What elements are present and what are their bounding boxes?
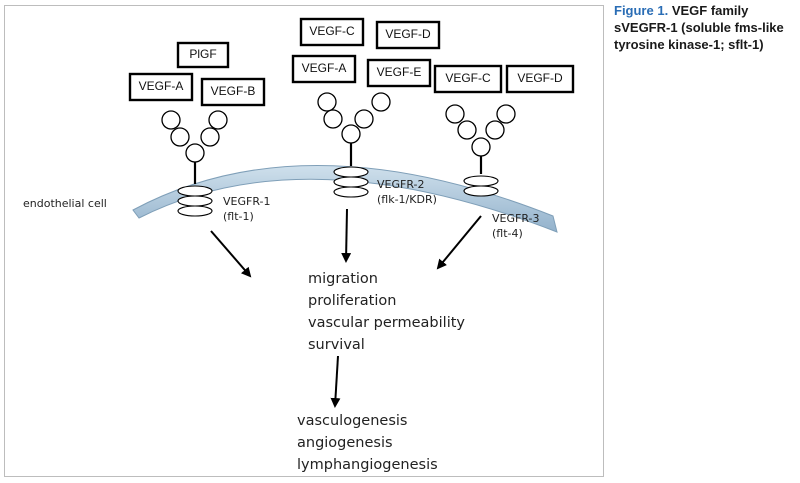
ligand-vegf-e: VEGF-E [366,58,432,88]
ligand-vegf-c-r2: VEGF-C [299,17,365,47]
outcomes-list: vasculogenesis angiogenesis lymphangioge… [297,413,438,473]
effect-item: survival [308,337,365,353]
vegfr-2-name: VEGFR-2 [377,178,425,191]
cell-membrane [132,165,558,233]
vegfr-3-name: VEGFR-3 [492,212,540,225]
ligand-vegf-c-r3: VEGF-C [433,64,503,94]
effect-item: vascular permeability [308,315,465,331]
vegfr-2-alias: (flk-1/KDR) [377,193,437,206]
figure-title: VEGF family sVEGFR-1 (soluble fms-like t… [614,3,784,52]
receptor-vegfr-1 [161,110,228,217]
effect-item: proliferation [308,293,396,309]
ligand-vegf-d-r3: VEGF-D [505,64,575,94]
vegf-diagram: PlGF VEGF-A VEGF-B VEGF-C VEGF-D VEGF-A … [23,17,575,473]
vegfr-1-name: VEGFR-1 [223,195,271,208]
outcome-item: lymphangiogenesis [297,457,438,473]
svg-text:VEGF-D: VEGF-D [517,71,563,85]
arrow-r3-to-effects [436,215,482,270]
figure-caption: Figure 1. VEGF family sVEGFR-1 (soluble … [614,2,798,53]
arrow-r2-to-effects [341,208,352,263]
svg-text:VEGF-C: VEGF-C [309,24,355,38]
svg-text:VEGF-A: VEGF-A [139,79,184,93]
svg-text:VEGF-E: VEGF-E [377,65,422,79]
figure-frame: PlGF VEGF-A VEGF-B VEGF-C VEGF-D VEGF-A … [4,5,604,477]
svg-text:VEGF-C: VEGF-C [445,71,491,85]
figure-label: Figure 1. [614,3,669,18]
receptor-vegfr-2 [317,92,391,198]
vegfr-3-alias: (flt-4) [492,227,523,240]
ligand-vegf-a-r1: VEGF-A [128,72,194,102]
ligand-vegf-d-r2: VEGF-D [375,20,441,50]
svg-text:VEGF-B: VEGF-B [211,84,256,98]
ligand-vegf-a-r2: VEGF-A [291,54,357,84]
outcome-item: vasculogenesis [297,413,407,429]
arrow-effects-to-outcomes [330,355,341,408]
ligand-plgf: PlGF [176,41,230,69]
outcome-item: angiogenesis [297,435,393,451]
svg-text:PlGF: PlGF [189,47,216,61]
receptor-vegfr-3 [445,104,516,197]
ligand-vegf-b: VEGF-B [200,77,266,107]
effects-list: migration proliferation vascular permeab… [308,271,465,353]
effect-item: migration [308,271,378,287]
svg-text:VEGF-D: VEGF-D [385,27,431,41]
arrow-r1-to-effects [210,230,252,278]
svg-text:VEGF-A: VEGF-A [302,61,347,75]
vegfr-1-alias: (flt-1) [223,210,254,223]
endothelial-cell-label: endothelial cell [23,197,107,210]
